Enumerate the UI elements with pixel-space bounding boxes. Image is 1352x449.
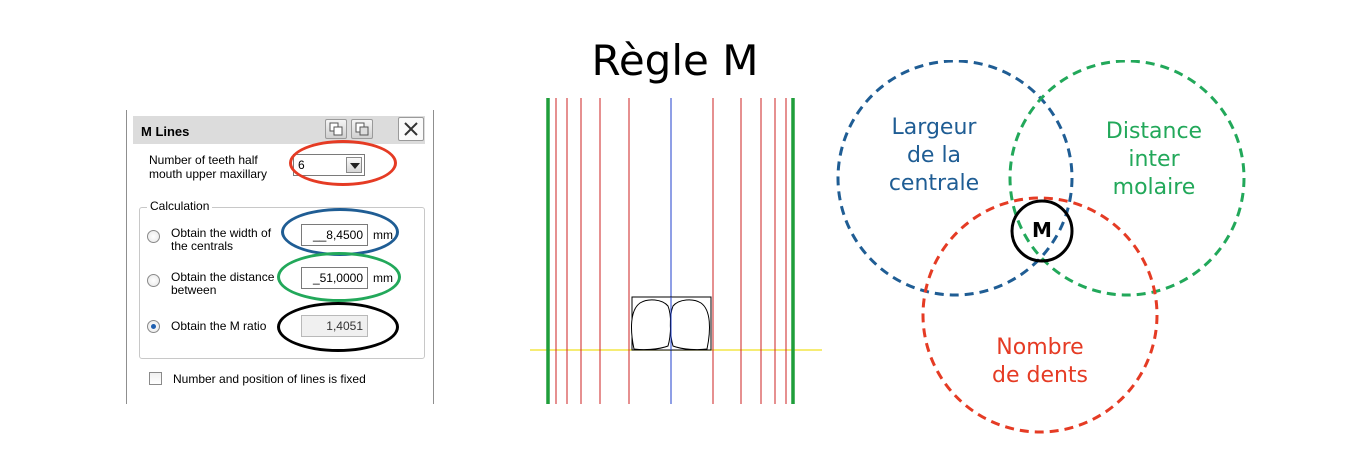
venn-center-label: M <box>1032 218 1052 242</box>
venn-center-circle <box>1010 199 1074 263</box>
dropdown-button[interactable] <box>346 157 362 173</box>
left-central-tooth <box>631 299 672 351</box>
panel-title: M Lines <box>141 124 190 139</box>
calculation-group-label: Calculation <box>147 199 213 213</box>
paste-icon <box>355 122 369 136</box>
right-central-tooth <box>669 299 710 351</box>
distance-between-label: Obtain the distance between <box>171 270 275 297</box>
radio-distance-between[interactable] <box>147 274 160 287</box>
chevron-down-icon <box>350 163 360 169</box>
radio-m-ratio[interactable] <box>147 320 160 333</box>
distance-between-input[interactable]: _51,0000 <box>301 267 368 289</box>
calculation-group <box>139 207 425 359</box>
copy-button[interactable] <box>325 119 347 139</box>
fixed-lines-checkbox[interactable] <box>149 372 162 385</box>
venn-circle-teeth <box>921 196 1159 434</box>
close-icon <box>404 122 418 136</box>
m-ratio-label: Obtain the M ratio <box>171 319 267 333</box>
distance-between-unit: mm <box>373 271 393 285</box>
panel-header: M Lines <box>133 116 425 144</box>
fixed-lines-label: Number and position of lines is fixed <box>173 372 366 386</box>
m-ratio-output: 1,4051 <box>301 315 368 337</box>
radio-width-centrals[interactable] <box>147 230 160 243</box>
paste-button[interactable] <box>351 119 373 139</box>
width-centrals-input[interactable]: __8,4500 <box>301 224 368 246</box>
m-lines-diagram <box>530 98 822 404</box>
teeth-count-select[interactable]: 6 <box>293 154 365 176</box>
m-lines-panel: M Lines Number of teeth half mouth upper… <box>126 110 434 404</box>
venn-circle-width <box>836 60 1074 297</box>
teeth-count-value: 6 <box>298 158 305 172</box>
venn-diagram <box>836 60 1246 434</box>
width-centrals-unit: mm <box>373 228 393 242</box>
page-title: Règle M <box>591 36 759 85</box>
teeth-count-label: Number of teeth half mouth upper maxilla… <box>149 153 268 181</box>
close-button[interactable] <box>398 117 424 141</box>
venn-circle-distance <box>1008 60 1246 297</box>
copy-icon <box>329 122 343 136</box>
width-centrals-label: Obtain the width of the centrals <box>171 226 272 253</box>
